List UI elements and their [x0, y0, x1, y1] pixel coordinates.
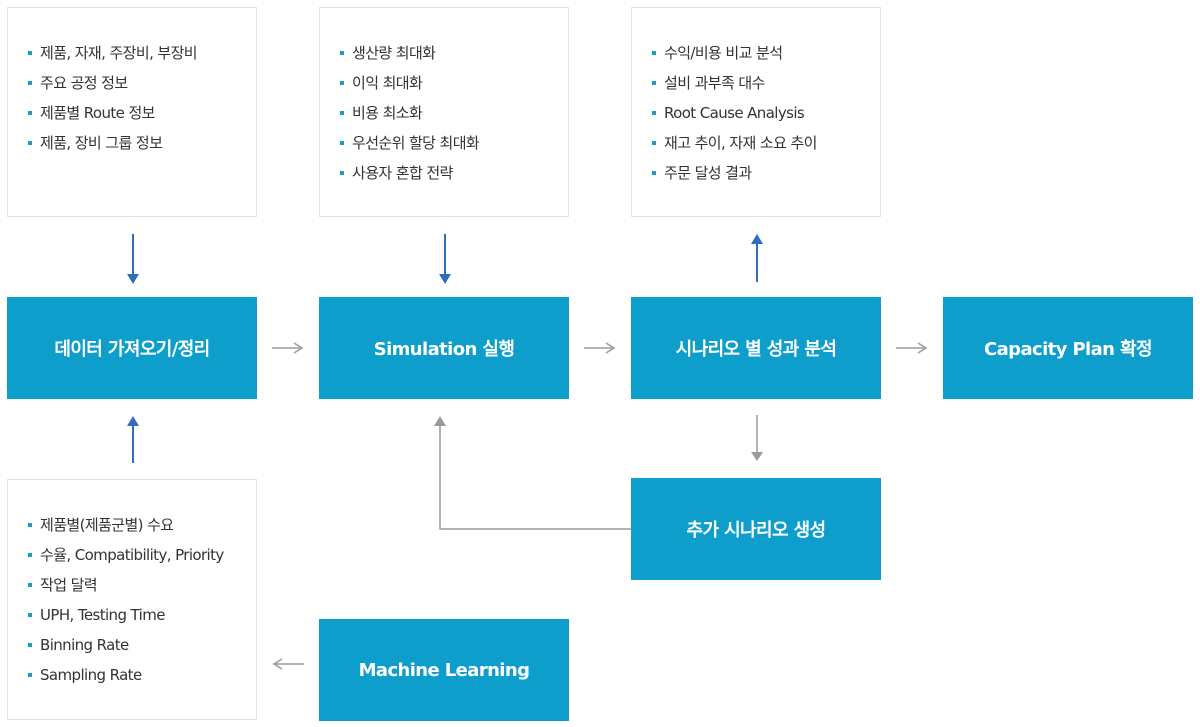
objectives-box: 생산량 최대화 이익 최대화 비용 최소화 우선순위 할당 최대화 사용자 혼합…: [319, 7, 569, 217]
list-item: Root Cause Analysis: [652, 98, 880, 128]
input-data-box: 제품, 자재, 주장비, 부장비 주요 공정 정보 제품별 Route 정보 제…: [7, 7, 257, 217]
list-item: 제품, 자재, 주장비, 부장비: [28, 38, 256, 68]
list-item: 제품, 장비 그룹 정보: [28, 128, 256, 158]
arrow-add-scenario-to-simulation: [434, 416, 632, 530]
arrow-analysis-to-outputs: [751, 234, 763, 282]
arrow-objectives-to-simulation: [439, 234, 451, 284]
list-item: 비용 최소화: [340, 98, 568, 128]
list-item: Binning Rate: [28, 630, 256, 660]
list-item: 생산량 최대화: [340, 38, 568, 68]
list-item: UPH, Testing Time: [28, 600, 256, 630]
list-item: 작업 달력: [28, 570, 256, 600]
arrow-import-to-simulation: [272, 342, 304, 354]
arrow-input-to-import: [127, 234, 139, 284]
step-scenario-analysis: 시나리오 별 성과 분석: [631, 297, 881, 399]
arrow-ml-params-to-import: [127, 416, 139, 463]
step-capacity-plan: Capacity Plan 확정: [943, 297, 1193, 399]
analysis-outputs-box: 수익/비용 비교 분석 설비 과부족 대수 Root Cause Analysi…: [631, 7, 881, 217]
arrow-analysis-to-capacity: [896, 342, 928, 354]
step-data-import: 데이터 가져오기/정리: [7, 297, 257, 399]
list-item: 주요 공정 정보: [28, 68, 256, 98]
step-simulation: Simulation 실행: [319, 297, 569, 399]
arrow-analysis-to-add-scenario: [751, 415, 763, 461]
list-item: Sampling Rate: [28, 660, 256, 690]
step-machine-learning: Machine Learning: [319, 619, 569, 721]
step-add-scenario: 추가 시나리오 생성: [631, 478, 881, 580]
list-item: 제품별 Route 정보: [28, 98, 256, 128]
list-item: 재고 추이, 자재 소요 추이: [652, 128, 880, 158]
list-item: 사용자 혼합 전략: [340, 158, 568, 188]
list-item: 우선순위 할당 최대화: [340, 128, 568, 158]
arrow-simulation-to-analysis: [584, 342, 616, 354]
ml-parameters-box: 제품별(제품군별) 수요 수율, Compatibility, Priority…: [7, 479, 257, 720]
list-item: 수율, Compatibility, Priority: [28, 540, 256, 570]
list-item: 주문 달성 결과: [652, 158, 880, 188]
list-item: 이익 최대화: [340, 68, 568, 98]
list-item: 설비 과부족 대수: [652, 68, 880, 98]
list-item: 수익/비용 비교 분석: [652, 38, 880, 68]
list-item: 제품별(제품군별) 수요: [28, 510, 256, 540]
arrow-ml-to-params: [272, 658, 304, 670]
